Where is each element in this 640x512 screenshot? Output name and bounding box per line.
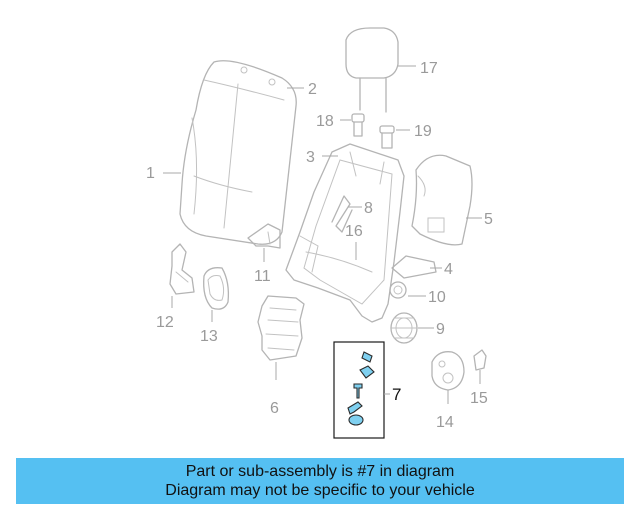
part-7-highlight-box (333, 341, 385, 439)
part-back-panel (411, 154, 473, 246)
callout-1: 1 (146, 165, 155, 182)
part-recliner-knob (390, 312, 418, 344)
part-seat-back-cushion (179, 60, 297, 245)
callout-16: 16 (345, 223, 363, 240)
banner-line-2: Diagram may not be specific to your vehi… (165, 482, 475, 499)
callout-5: 5 (484, 211, 493, 228)
callout-17: 17 (420, 60, 438, 77)
part-lumbar-panel (257, 295, 305, 361)
banner-line-1: Part or sub-assembly is #7 in diagram (185, 463, 455, 480)
part-clip (473, 349, 487, 371)
callout-9: 9 (436, 321, 445, 338)
part-side-trim (391, 255, 437, 279)
info-banner: Part or sub-assembly is #7 in diagram Di… (16, 458, 624, 504)
callout-8: 8 (364, 200, 373, 217)
callout-3: 3 (306, 149, 315, 166)
callout-11: 11 (254, 268, 271, 285)
part-cover (203, 267, 230, 310)
part-recliner-cap (389, 281, 407, 299)
callout-12: 12 (156, 314, 174, 331)
part-headrest-guide-18 (351, 113, 365, 137)
callout-13: 13 (200, 328, 218, 345)
part-seat-back-frame (285, 143, 405, 323)
part-headrest-guide-19 (379, 125, 395, 149)
callout-18: 18 (316, 113, 334, 130)
callout-4: 4 (444, 261, 453, 278)
callout-6: 6 (270, 400, 279, 417)
callout-10: 10 (428, 289, 446, 306)
part-trim-piece (247, 223, 281, 249)
callout-7: 7 (392, 385, 401, 404)
part-speaker-cover (431, 351, 465, 391)
part-bracket (169, 243, 195, 295)
callout-19: 19 (414, 123, 432, 140)
part-spring (331, 195, 353, 233)
part-7-hardware-kit (333, 341, 385, 439)
callout-2: 2 (308, 81, 317, 98)
callout-14: 14 (436, 414, 454, 431)
callout-15: 15 (470, 390, 488, 407)
part-headrest (345, 27, 399, 113)
